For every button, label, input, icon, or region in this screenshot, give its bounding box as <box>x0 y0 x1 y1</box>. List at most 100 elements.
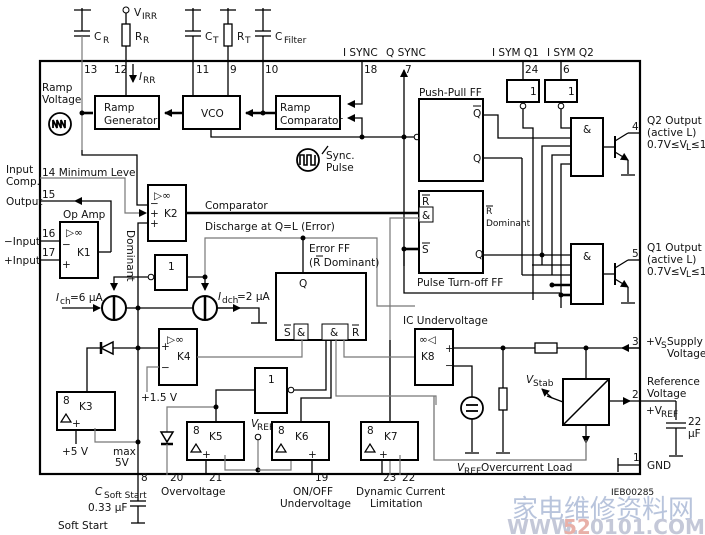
supply-label-3: Voltage <box>667 348 705 360</box>
k2-plus2: + <box>150 218 159 230</box>
isymq2-label: I SYM Q2 <box>547 47 594 59</box>
pin-11: 11 <box>196 64 209 76</box>
isym-q2-buffer <box>544 79 578 103</box>
ramp-voltage-label-2: Voltage <box>42 94 81 106</box>
input-comp-label-1: Input <box>6 164 33 176</box>
reference-voltage-label-2: Voltage <box>647 388 686 400</box>
onoff-label-2: Undervoltage <box>280 498 351 510</box>
ptff-and: & <box>422 210 430 222</box>
q1-output-label-4: ≤1V <box>691 266 705 278</box>
k8-label: K8 <box>421 351 435 363</box>
rt-label: R <box>237 31 244 43</box>
pin-7: 7 <box>405 64 412 76</box>
ramp-generator-label-2: Generator <box>104 115 158 127</box>
k4-block <box>158 328 198 386</box>
pin-15: 15 <box>42 189 55 201</box>
sync-pulse-label-1: Sync. <box>326 150 355 162</box>
plus-input-label: +Input <box>4 255 40 267</box>
pin-2: 2 <box>632 389 639 401</box>
ramp-comparator-block <box>275 95 341 130</box>
q1-and-gate <box>570 243 604 305</box>
q2-output-label-3: 0.7V≤V <box>647 139 688 151</box>
vref-label: V <box>251 418 259 430</box>
k4-plus: + <box>161 341 170 353</box>
q2-output-label-2: (active L) <box>647 127 696 139</box>
pin-24: 24 <box>525 64 539 76</box>
pin-6: 6 <box>563 64 570 76</box>
k7-symbol: 8 <box>367 425 374 437</box>
k1-minus: − <box>62 239 71 251</box>
watermark-url-b: 52 <box>563 515 591 535</box>
cr-sub: R <box>103 36 109 46</box>
plus-1-5v-label: +1.5 V <box>141 392 178 404</box>
ppff-qbar: Q <box>473 108 481 120</box>
ramp-comparator-label-1: Ramp <box>280 102 311 114</box>
push-pull-ff-label: Push-Pull FF <box>419 87 482 99</box>
nor-gate <box>254 367 288 414</box>
error-ff-q: Q <box>299 278 307 290</box>
pulse-turnoff-ff-label: Pulse Turn-off FF <box>417 277 503 289</box>
k1-block <box>59 221 99 279</box>
k4-minus: − <box>161 362 170 374</box>
vref-overcurrent-sub: REF <box>464 467 481 477</box>
pin-5: 5 <box>632 248 639 260</box>
k6-plus: + <box>308 449 317 461</box>
csoftstart-value: 0.33 µF <box>88 502 127 514</box>
q1-output-label-3: 0.7V≤V <box>647 266 688 278</box>
pin-9: 9 <box>230 64 237 76</box>
plus-vref-sub: REF <box>661 410 678 420</box>
k1-plus: + <box>62 259 71 271</box>
cfilter-label: C <box>275 31 282 43</box>
vref-overcurrent-v: V <box>457 462 465 474</box>
q1-output-vl-sub: L <box>686 270 691 280</box>
cap-ct: C T <box>185 8 219 95</box>
pin-8: 8 <box>141 472 148 484</box>
discharge-label: Discharge at Q=L (Error) <box>205 221 335 233</box>
idch-sub: dch <box>222 296 238 306</box>
k2-block <box>147 184 187 242</box>
output-label: Output <box>6 196 42 208</box>
error-ff-label-1: Error FF <box>309 243 350 255</box>
k5-plus: + <box>202 449 211 461</box>
reference-source-icon <box>460 396 484 420</box>
supply-vs-sub: S <box>661 341 667 351</box>
k2-minus: − <box>150 198 159 210</box>
overvoltage-diode-icon <box>159 431 175 446</box>
ich-value: =6 µA <box>70 292 103 304</box>
error-ff-rbar: R <box>352 327 359 339</box>
nor-gate-label: 1 <box>268 374 275 386</box>
k7-plus: + <box>379 449 388 461</box>
rr-sub: R <box>143 36 149 46</box>
pin-20: 20 <box>170 472 183 484</box>
ic-outline <box>38 59 642 476</box>
watermark-chinese: 家电维修资料网 <box>512 495 694 525</box>
k1-symbol: ▷∞ <box>66 227 83 239</box>
cap-cr: C R <box>74 8 109 150</box>
inverter-gate <box>154 254 188 291</box>
pin-23: 23 <box>383 472 396 484</box>
supply-label-2: Supply <box>667 336 703 348</box>
sync-pulse-icon <box>296 148 320 172</box>
q2-output-vl-sub: L <box>686 143 691 153</box>
irr-label: I <box>139 71 142 83</box>
q1-output-label-2: (active L) <box>647 254 696 266</box>
k8-plus: + <box>445 343 454 355</box>
inverter-label: 1 <box>168 261 175 273</box>
ramp-comparator-label-2: Comparator <box>280 115 343 127</box>
ct-sub: T <box>212 36 219 46</box>
k8-symbol: ∞◁ <box>419 334 436 346</box>
input-comp-label-2: Comp. <box>6 176 40 188</box>
isymq1-label: I SYM Q1 <box>492 47 539 59</box>
virr-label: V <box>134 7 142 19</box>
cr-label: C <box>94 31 101 43</box>
idch-label: I <box>218 291 221 303</box>
max-5v-label-1: max <box>113 446 136 458</box>
error-ff-block <box>275 272 367 341</box>
soft-start-label: Soft Start <box>58 520 108 532</box>
k5-block <box>186 421 245 461</box>
vref-overcurrent-label: Overcurrent Load <box>481 462 572 474</box>
ich-sub: ch <box>60 297 71 307</box>
cfilter-sub: Filter <box>284 36 307 46</box>
ptff-rdom-r: R <box>486 207 492 217</box>
